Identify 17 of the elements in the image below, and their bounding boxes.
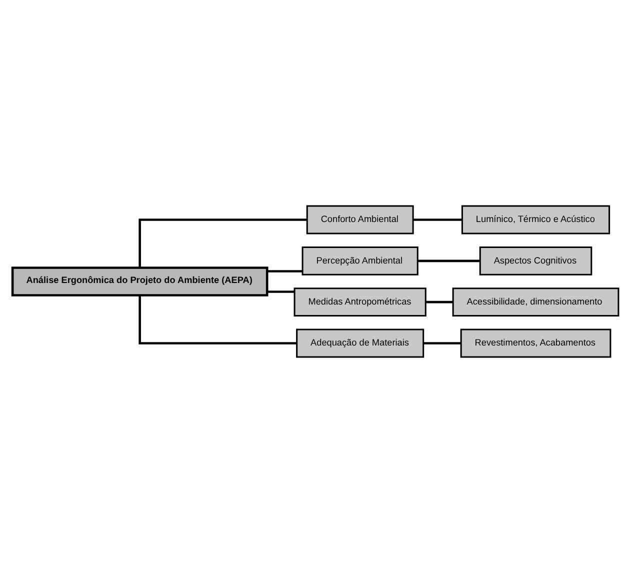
connector	[424, 342, 462, 344]
node-box: Revestimentos, Acabamentos	[460, 328, 612, 358]
connector	[267, 270, 302, 272]
connector	[138, 296, 297, 344]
connector	[267, 290, 294, 293]
connector	[426, 300, 453, 304]
connector	[418, 260, 480, 262]
node-box: Conforto Ambiental	[306, 205, 414, 234]
node-box: Medidas Antropométricas	[294, 288, 426, 317]
node-box: Percepção Ambiental	[302, 246, 418, 276]
node-box: Aspectos Cognitivos	[479, 246, 592, 276]
node-box: Análise Ergonômica do Projeto do Ambiente (AEPA)	[11, 266, 268, 296]
node-box: Lumínico, Térmico e Acústico	[461, 205, 610, 234]
node-box: Acessibilidade, dimensionamento	[452, 288, 620, 317]
connector	[413, 218, 462, 221]
node-box: Adequação de Materiais	[296, 328, 424, 358]
connector	[138, 218, 308, 268]
